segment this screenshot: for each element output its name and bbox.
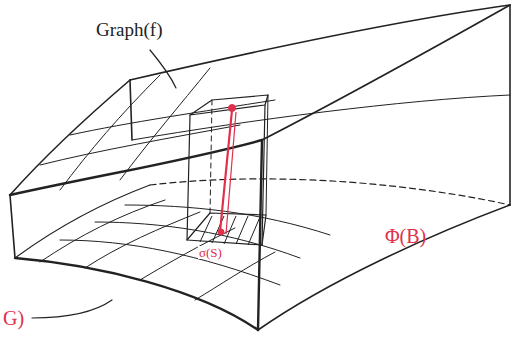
edge-label: G) bbox=[3, 308, 24, 328]
domain-label: Φ(B) bbox=[385, 226, 426, 246]
region-label: σ(S) bbox=[198, 246, 223, 259]
graph-label: Graph(f) bbox=[96, 20, 162, 39]
